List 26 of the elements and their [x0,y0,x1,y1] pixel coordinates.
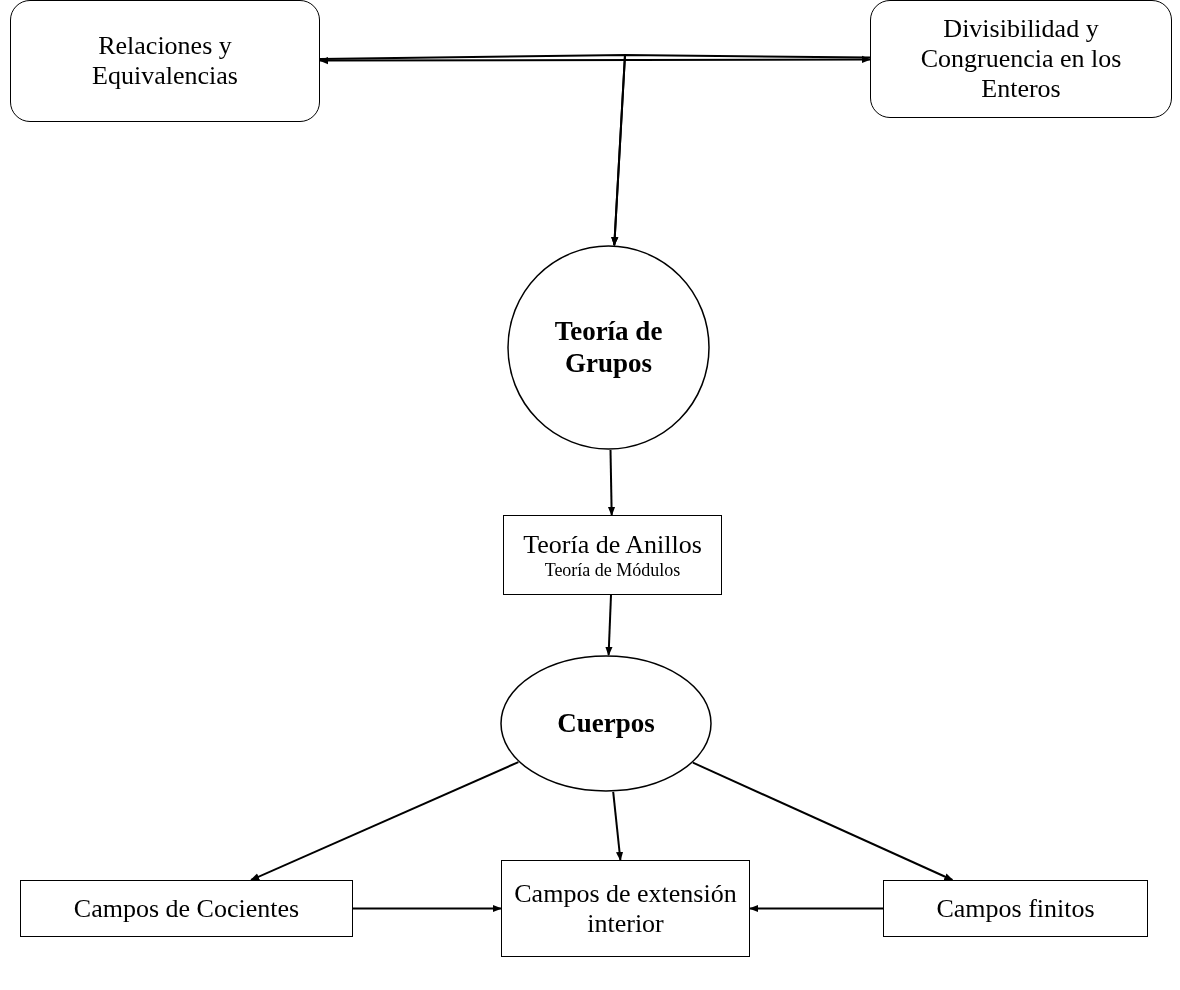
node-label: Relaciones y Equivalencias [91,31,239,91]
node-label: Campos finitos [936,893,1095,924]
process-box [501,860,750,957]
node-label: Teoría de Anillos [523,529,702,560]
rounded-box [870,0,1172,118]
ellipse-node [500,655,712,792]
process-box [503,515,722,595]
process-box [883,880,1148,937]
arrow [749,904,884,913]
node-label: Teoría de Módulos [544,559,681,581]
arrow [319,55,871,65]
arrow [612,790,624,861]
arrow [250,761,520,881]
arrow [607,449,616,516]
node-label: Divisibilidad y Congruencia en los Enteros [919,14,1123,104]
node-label: Cuerpos [557,707,655,739]
arrow [691,761,954,881]
node-label: Campos de Cocientes [73,893,300,924]
node-label: Teoría de Grupos [553,316,664,379]
arrow [352,904,502,913]
process-box [20,880,353,937]
ellipse-node [507,245,710,450]
arrow [605,594,613,656]
arrow [611,54,871,247]
rounded-box [10,0,320,122]
node-label: Campos de extensión interior [513,878,738,939]
